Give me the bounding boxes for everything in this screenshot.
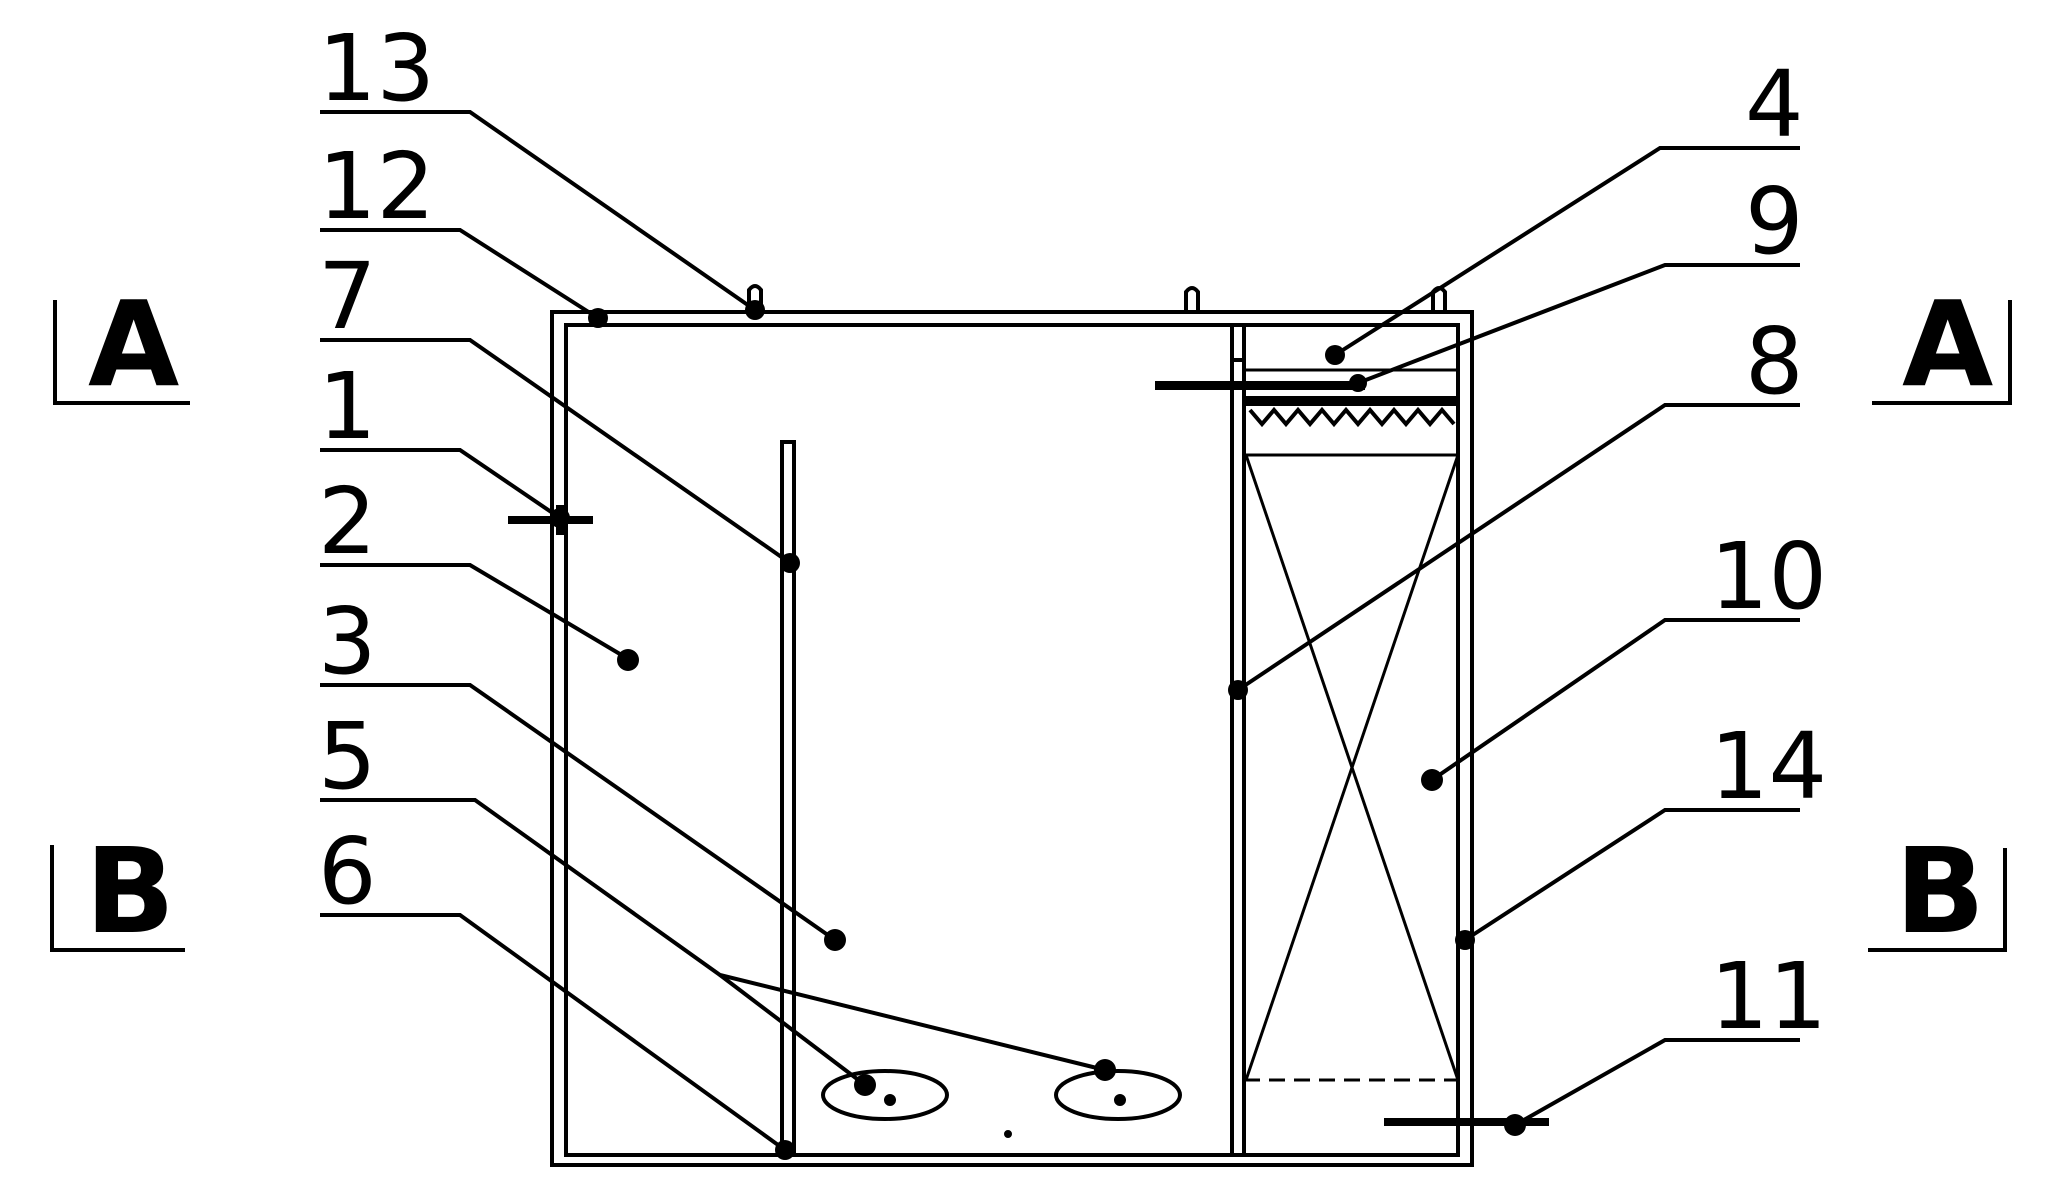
callout-3: 3 <box>318 588 377 695</box>
callout-13: 13 <box>318 15 435 122</box>
aerator-discs <box>821 1069 1182 1138</box>
filter-media-box <box>1244 453 1460 1082</box>
top-nozzle-middle <box>1184 286 1200 312</box>
section-label-b-right: B <box>1895 822 1985 960</box>
section-marker-b-left: B <box>50 822 185 960</box>
tank-inner-wall <box>564 323 1460 1157</box>
callout-10: 10 <box>1710 523 1827 630</box>
callout-1: 1 <box>318 353 377 460</box>
callout-14: 14 <box>1710 713 1827 820</box>
section-marker-a-left: A <box>53 275 190 413</box>
sawtooth-weir <box>1248 406 1456 428</box>
callout-labels: 13 12 7 1 2 3 5 6 4 9 8 10 14 11 <box>318 15 1827 1050</box>
callout-9: 9 <box>1745 168 1804 275</box>
section-label-a-left: A <box>88 275 179 413</box>
callout-2: 2 <box>318 468 377 575</box>
callout-6: 6 <box>318 818 377 925</box>
outlet-weir-pipe <box>1155 368 1458 406</box>
partition-wall <box>1230 323 1246 1157</box>
section-marker-a-right: A <box>1872 275 2012 413</box>
tank-body <box>550 310 1474 1167</box>
top-nozzles <box>747 284 1447 312</box>
top-nozzle-13 <box>747 284 763 312</box>
section-label-b-left: B <box>85 822 175 960</box>
section-label-a-right: A <box>1902 275 1993 413</box>
callout-7: 7 <box>318 243 377 350</box>
baffle-plate <box>780 440 796 1157</box>
tank-outer-wall <box>550 310 1474 1167</box>
callout-4: 4 <box>1745 51 1804 158</box>
callout-8: 8 <box>1745 308 1804 415</box>
leader-dots <box>550 300 1526 1160</box>
leader-lines <box>320 110 1800 1152</box>
aerator-disc-right <box>1054 1069 1182 1121</box>
section-marker-b-right: B <box>1868 822 2007 960</box>
callout-5: 5 <box>318 703 377 810</box>
bottom-outlet-pipe <box>1384 1118 1549 1126</box>
callout-11: 11 <box>1710 943 1827 1050</box>
callout-12: 12 <box>318 133 435 240</box>
aerator-disc-left <box>821 1069 949 1121</box>
